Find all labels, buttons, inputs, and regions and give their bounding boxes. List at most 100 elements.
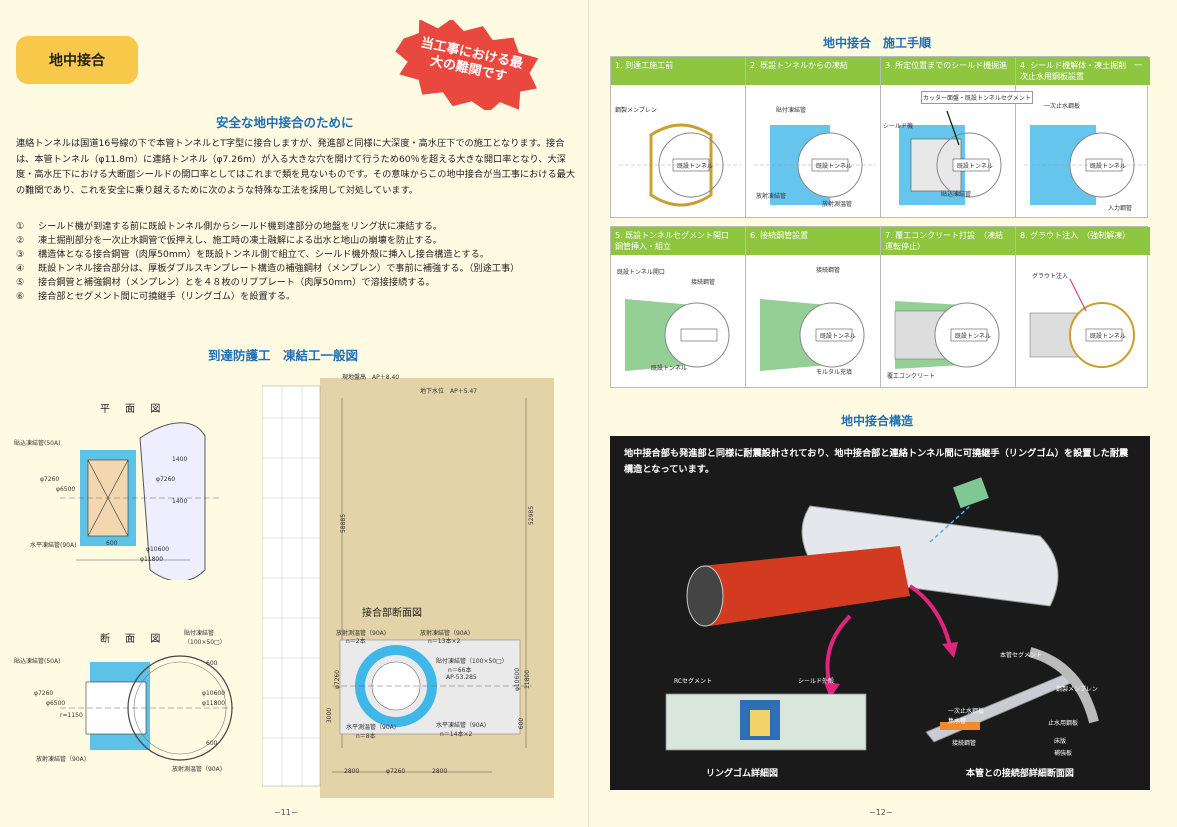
steps-grid-row2: 5. 既設トンネルセグメント開口 鋼管挿入・組立 既設トンネル開口 接続鋼管 既… (610, 226, 1150, 388)
step-note: 既設トンネル (1090, 333, 1126, 340)
step-diagram (754, 125, 876, 205)
section-label: φ7260 (34, 690, 54, 697)
joint-label: n＝8本 (356, 733, 376, 740)
page-spine (588, 0, 589, 827)
section-tag: 地中接合 (16, 36, 138, 84)
joint-label: 放射凍結管（90A) (420, 630, 471, 637)
step-note: 貼付凍結管 (776, 107, 807, 114)
plan-label: 水平凍結管(90A) (30, 542, 77, 549)
section-label: φ6500 (46, 700, 66, 707)
step-note: 既設トンネル (955, 333, 991, 340)
structure-description: 地中接合部も発進部と同様に耐震設計されており、地中接合部と連絡トンネル間に可撓継… (624, 448, 1129, 475)
detail-label: 接続鋼管 (952, 740, 977, 747)
section-label: r=1150 (60, 712, 83, 719)
detail-label: シールド外殻 (798, 678, 835, 685)
detail-label: 鋼製メンプレン (1056, 686, 1098, 693)
joint-label: 水平凍結管（90A) (436, 722, 487, 729)
plan-view-title: 平 面 図 (100, 404, 167, 415)
drawing-title: 到達防護工 凍結工一般図 (208, 348, 359, 363)
step-note: 既設トンネル (816, 163, 852, 170)
joint-section-title: 接合部断面図 (362, 608, 422, 619)
step-note: 貼込凍結管 (941, 191, 972, 198)
step-cell: 6. 接続鋼管設置 接続鋼管 モルタル充填 既設トンネル (746, 227, 881, 387)
joint-label: φ10600 (514, 667, 522, 692)
step-label: 4. シールド機解体・凍土掘削 一次止水用鋼板設置 (1016, 57, 1150, 85)
plan-label: φ7260 (156, 476, 176, 483)
plan-label: φ10600 (146, 546, 170, 553)
step-note: 放射凍結管 (756, 193, 787, 200)
structure-panel: 地中接合部も発進部と同様に耐震設計されており、地中接合部と連絡トンネル間に可撓継… (610, 436, 1150, 790)
detail-label: RCセグメント (674, 678, 713, 685)
section-label: φ11800 (202, 700, 226, 707)
joint-label: n＝14本×2 (440, 731, 473, 738)
section-view-drawing (60, 655, 234, 761)
section-label: 600 (206, 740, 218, 747)
plan-label: 600 (106, 540, 118, 547)
joint-label: 放射測温管（90A) (336, 630, 387, 637)
step-note: シールド機 (883, 123, 914, 130)
step-diagram (625, 299, 730, 371)
joint-label: 2800 (344, 768, 360, 775)
step-diagram (1029, 278, 1135, 368)
joint-label: 貼付凍結管（100×50□） (436, 658, 508, 665)
left-page: 地中接合 当工事における最大の難関です 安全な地中接合のために 連絡トンネルは国… (0, 0, 588, 827)
plan-label: 1400 (172, 456, 188, 463)
step-cell: 2. 既設トンネルからの凍結 貼付凍結管 放射凍結管 放射測温管 既設トンネル (746, 57, 881, 217)
detail-label: 集水管 (948, 718, 967, 725)
joint-label: AP-53.285 (446, 674, 477, 681)
freezing-general-drawing (262, 378, 554, 798)
step-note: モルタル充填 (816, 369, 853, 376)
detail-label: 止水用鋼板 (1048, 720, 1079, 727)
section-label: 貼込凍結管(50A) (14, 658, 61, 665)
plan-label: φ7260 (40, 476, 60, 483)
step-label: 7. 覆工コンクリート打設 （凍結運転停止） (881, 227, 1015, 255)
soil-label: 58885 (340, 513, 348, 534)
burst-badge (395, 20, 539, 110)
detail-caption-right: 本管との接続部詳細断面図 (966, 769, 1074, 779)
step-label: 6. 接続鋼管設置 (746, 227, 880, 255)
step-note: 既設トンネル (957, 163, 993, 170)
structure-illustration (665, 477, 1099, 751)
step-label: 1. 到達工施工前 (611, 57, 745, 85)
step-cell: 8. グラウト注入 （強制解凍） グラウト注入 既設トンネル (1016, 227, 1150, 387)
plan-label: φ11800 (140, 556, 164, 563)
step-note: 既設トンネル開口 (617, 269, 665, 276)
structure-title: 地中接合構造 (841, 414, 914, 428)
detail-label: 一次止水鋼板 (948, 708, 985, 715)
step-note: カッター面盤・既設トンネルセグメント (921, 91, 1033, 104)
step-note: 既設トンネル (1090, 163, 1126, 170)
intro-paragraph: 連絡トンネルは国道16号線の下で本管トンネルとT字型に接合しますが、発進部と同様… (16, 138, 576, 196)
section-label: 放射測温管（90A) (172, 766, 223, 773)
step-note: 接続鋼管 (816, 267, 841, 274)
step-note: 覆工コンクリート (887, 373, 936, 380)
soil-label: 地下水位 AP＋5.47 (420, 388, 478, 395)
step-note: 鋼製メンプレン (615, 107, 657, 114)
step-cell: 3. 所定位置までのシールド機掘進 カッター面盤・既設トンネルセグメント シール… (881, 57, 1033, 217)
section-label: （100×50□） (184, 639, 226, 646)
detail-label: 床版 (1054, 738, 1067, 745)
plan-label: 1400 (172, 498, 188, 505)
section-view-title: 断 面 図 (100, 634, 167, 645)
step-note: 入力鋼管 (1108, 205, 1133, 212)
step-note: グラウト注入 (1032, 273, 1069, 280)
step-cell: 4. シールド機解体・凍土掘削 一次止水用鋼板設置 一次止水鋼板 入力鋼管 既設… (1016, 57, 1150, 217)
steps-title: 地中接合 施工手順 (823, 36, 932, 50)
section-label: φ10600 (202, 690, 226, 697)
detail-caption-left: リングゴム詳細図 (706, 769, 779, 779)
step-diagram (1024, 125, 1146, 205)
step-label: 8. グラウト注入 （強制解凍） (1016, 227, 1150, 255)
joint-label: n＝66本 (448, 667, 472, 674)
joint-label: φ7260 (334, 669, 342, 690)
section-label: 放射凍結管（90A) (36, 756, 87, 763)
step-note: 既設トンネル (677, 163, 713, 170)
joint-label: n＝2本 (346, 638, 366, 645)
section-title: 安全な地中接合のために (216, 115, 354, 130)
joint-label: 600 (518, 717, 526, 730)
section-label: 貼付凍結管 (184, 630, 215, 637)
step-cell: 1. 到達工施工前 鋼製メンプレン 既設トンネル (611, 57, 746, 217)
